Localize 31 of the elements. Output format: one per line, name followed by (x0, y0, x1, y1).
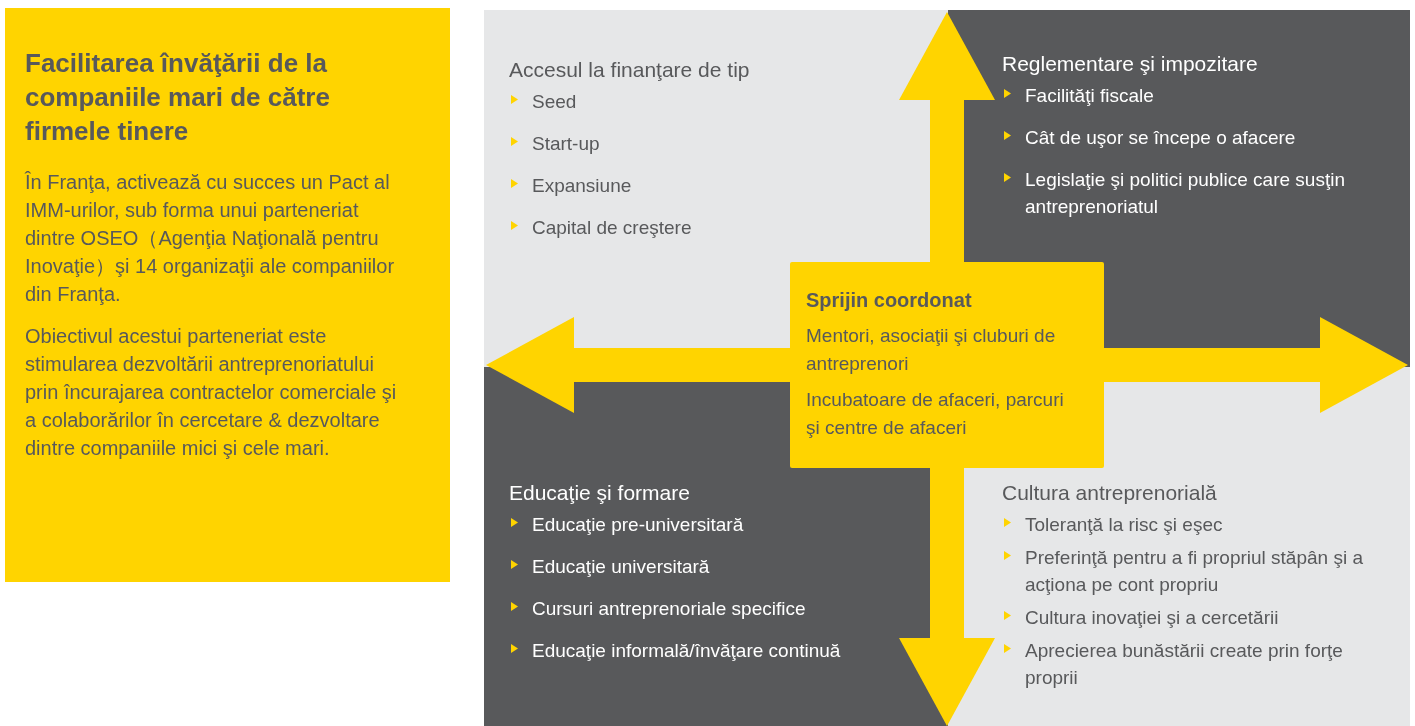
list-item: Cât de uşor se începe o afacere (1025, 126, 1296, 150)
arrow (899, 12, 995, 262)
list-item: Capital de creştere (532, 216, 692, 240)
arrow (1104, 317, 1408, 413)
list-item: Educaţie pre-universitară (532, 513, 744, 537)
quadrant-heading: Educaţie şi formare (509, 480, 691, 506)
list-item: Start-up (532, 132, 600, 156)
center-box (790, 262, 1104, 468)
list-item: Educaţie informală/învăţare continuă (532, 639, 841, 663)
list-item: Cursuri antreprenoriale specifice (532, 597, 806, 621)
list-item: Legislaţie şi politici publice care susţin antreprenoriatul (1025, 168, 1346, 219)
arrow (486, 317, 790, 413)
list-item: Seed (532, 90, 577, 114)
info-panel (5, 8, 450, 582)
center-heading: Sprijin coordonat (806, 288, 973, 313)
list-item: Expansiune (532, 174, 632, 198)
quadrant-heading: Cultura antreprenorială (1002, 480, 1218, 506)
arrow (899, 468, 995, 726)
panel-paragraph: În Franţa, activează cu succes un Pact al IMM-urilor, sub forma unui parteneriat dintre OSEO（Agenţia Naţională pentru Inovaţie）şi 14 organizaţii ale companiilor din Franţa. (25, 170, 396, 307)
panel-heading: Facilitarea învăţării de la companiile mari de către firmele tinere (25, 47, 331, 148)
center-item: Incubatoare de afaceri, parcuri şi centre de afaceri (806, 388, 1065, 440)
list-item: Aprecierea bunăstării create prin forţe proprii (1025, 639, 1344, 690)
list-item: Facilităţi fiscale (1025, 84, 1154, 108)
center-item: Mentori, asociaţii şi cluburi de antreprenori (806, 324, 1057, 376)
list-item: Educaţie universitară (532, 555, 710, 579)
list-item: Preferinţă pentru a fi propriul stăpân şi a acţiona pe cont propriu (1025, 546, 1364, 597)
quadrant-heading: Reglementare şi impozitare (1002, 51, 1259, 77)
panel-paragraph: Obiectivul acestui parteneriat este stimularea dezvoltării antreprenoriatului prin încurajarea contractelor comerciale şi a colaborărilor în cercetare & dezvoltare dintre companiile mici şi cele mari. (25, 324, 398, 461)
list-item: Toleranţă la risc şi eşec (1025, 513, 1223, 537)
list-item: Cultura inovaţiei şi a cercetării (1025, 606, 1279, 630)
quadrant-heading: Accesul la finanţare de tip (509, 57, 751, 83)
